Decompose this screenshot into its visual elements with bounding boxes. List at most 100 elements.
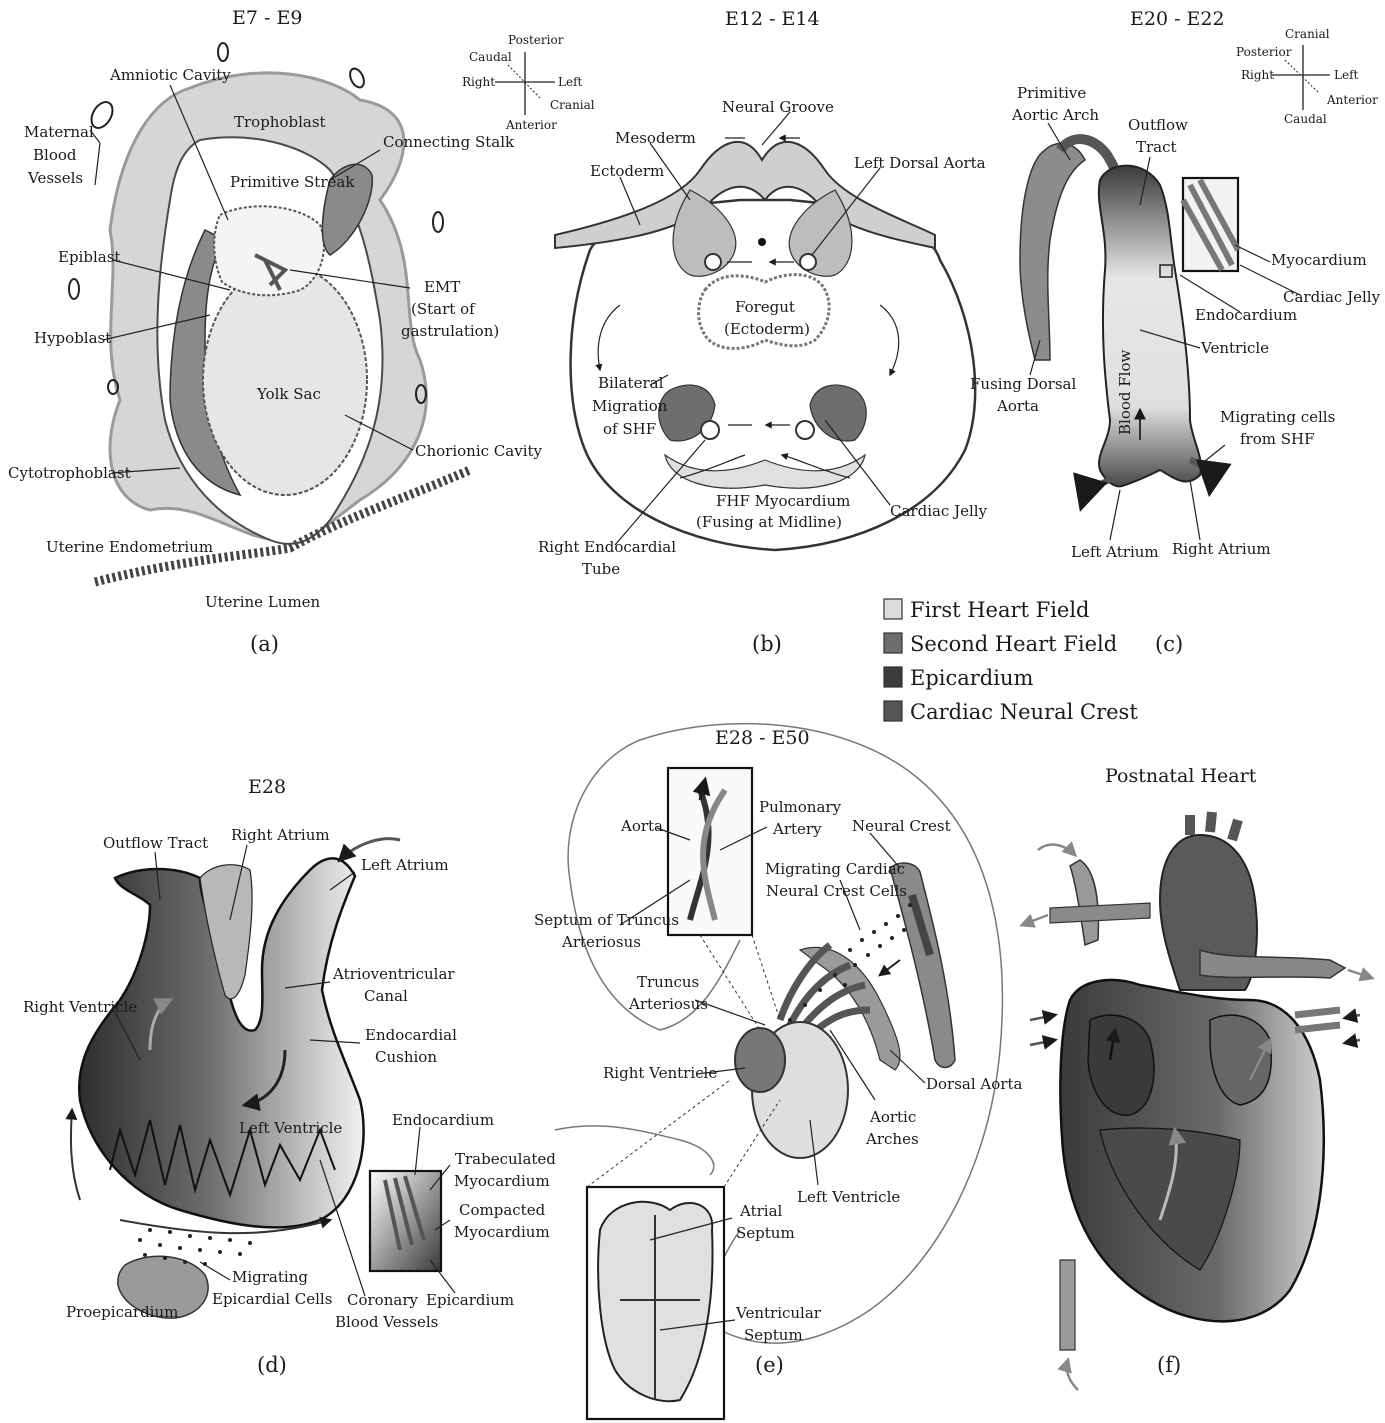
maternal-label-2: Blood: [33, 146, 77, 164]
foregut-label-1: Foregut: [735, 298, 795, 316]
fusing-label-1: Fusing Dorsal: [970, 375, 1076, 393]
panel-d-title: E28: [248, 776, 286, 798]
orient-b-anterior: Anterior: [505, 118, 557, 132]
panel-e: E28 - E50 Aorta Pulmonary Artery Neural …: [534, 724, 1022, 1419]
panel-f: Postnatal Heart (f): [1022, 765, 1372, 1390]
epicardium-label-d: Epicardium: [426, 1291, 514, 1309]
trab-label-2: Myocardium: [454, 1172, 550, 1190]
legend-label-2: Epicardium: [910, 666, 1033, 690]
panel-d-caption: (d): [257, 1353, 287, 1377]
coronary-label-2: Blood Vessels: [335, 1313, 438, 1331]
neural-groove-label: Neural Groove: [722, 98, 834, 116]
myocardium-label-c: Myocardium: [1271, 251, 1367, 269]
orient-b-caudal: Caudal: [469, 50, 512, 64]
dorsal-aorta-label-e: Dorsal Aorta: [926, 1075, 1022, 1093]
left-dorsal-aorta: [800, 254, 816, 270]
fhf-label-1: FHF Myocardium: [716, 492, 850, 510]
maternal-vessel-3: [347, 66, 366, 89]
comp-label-2: Myocardium: [454, 1223, 550, 1241]
cushion-label-2: Cushion: [375, 1048, 437, 1066]
right-ventricle-label-d: Right Ventricle: [23, 998, 137, 1016]
mesoderm-label: Mesoderm: [615, 129, 696, 147]
orient-b-posterior: Posterior: [508, 33, 564, 47]
legend-swatch-0: [884, 599, 902, 619]
primitive-streak-label: Primitive Streak: [230, 173, 355, 191]
panel-c: E20 - E22 Cranial Posterior Right Left A…: [970, 8, 1381, 656]
legend-label-0: First Heart Field: [910, 598, 1090, 622]
orient-b-right: Right: [462, 75, 495, 89]
panel-c-title: E20 - E22: [1130, 8, 1225, 30]
mcnc-label-1: Migrating Cardiac: [765, 860, 905, 878]
cardiac-jelly-label-c: Cardiac Jelly: [1283, 288, 1381, 306]
panel-b: E12 - E14 Posterior Caudal Right Left Cr…: [462, 8, 988, 656]
uterine-endometrium-label: Uterine Endometrium: [46, 538, 213, 556]
pulm-label-1: Pulmonary: [759, 798, 842, 816]
bilateral-label-3: of SHF: [603, 420, 656, 438]
arches-label-2: Arches: [865, 1130, 919, 1148]
proepicardium-label: Proepicardium: [66, 1303, 178, 1321]
left-dorsal-aorta-label: Left Dorsal Aorta: [854, 154, 986, 172]
bilateral-label-2: Migration: [592, 397, 668, 415]
fhf-label-2: (Fusing at Midline): [696, 513, 842, 531]
pulm-label-2: Artery: [772, 820, 822, 838]
bilateral-label-1: Bilateral: [598, 374, 664, 392]
maternal-label-3: Vessels: [27, 169, 83, 187]
atrial-label-2: Septum: [736, 1224, 795, 1242]
av-label-2: Canal: [364, 987, 408, 1005]
right-endocardial-label-2: Tube: [582, 560, 620, 578]
aorta-label-e: Aorta: [620, 817, 663, 835]
maternal-vessel-4: [433, 212, 443, 232]
orient-c-posterior: Posterior: [1236, 45, 1292, 59]
panel-f-title: Postnatal Heart: [1105, 765, 1257, 787]
mcnc-label-2: Neural Crest Cells: [766, 882, 907, 900]
coronary-label-1: Coronary: [347, 1291, 418, 1309]
emt-label-3: gastrulation): [401, 322, 499, 340]
maternal-label-1: Maternal: [24, 123, 94, 141]
orient-c-anterior: Anterior: [1326, 93, 1378, 107]
right-dorsal-aorta: [705, 254, 721, 270]
left-endocardial-tube: [796, 421, 814, 439]
outflow-tract-label-d: Outflow Tract: [103, 834, 208, 852]
outflow-label-2: Tract: [1136, 138, 1177, 156]
prim-arch-label-1: Primitive: [1017, 84, 1086, 102]
hypoblast-label: Hypoblast: [34, 329, 111, 347]
emt-label-1: EMT: [424, 278, 460, 296]
maternal-vessel-2: [218, 43, 228, 61]
right-atrium-label-d: Right Atrium: [231, 826, 330, 844]
ta-label-2: Arteriosus: [628, 995, 708, 1013]
atrial-label-1: Atrial: [739, 1202, 783, 1220]
superior-vena-cava: [1070, 860, 1098, 945]
pulmonary-artery-f: [1200, 950, 1345, 978]
vent-label-2: Septum: [744, 1326, 803, 1344]
blood-flow-label: Blood Flow: [1116, 350, 1134, 435]
right-endocardial-tube: [701, 421, 719, 439]
emt-label-2: (Start of: [411, 300, 476, 318]
right-atrium-label-c: Right Atrium: [1172, 540, 1271, 558]
panel-b-caption: (b): [752, 632, 782, 656]
connecting-stalk-label: Connecting Stalk: [383, 133, 515, 151]
ventricle-label-c: Ventricle: [1200, 339, 1269, 357]
maternal-vessel-5: [69, 279, 79, 299]
yolk-sac-label: Yolk Sac: [256, 385, 321, 403]
inferior-vena-cava: [1060, 1260, 1075, 1350]
orient-b-left: Left: [558, 75, 583, 89]
prim-arch-label-2: Aortic Arch: [1011, 106, 1099, 124]
uterine-lumen-label: Uterine Lumen: [205, 593, 321, 611]
ta-label-1: Truncus: [637, 973, 699, 991]
ectoderm-label: Ectoderm: [590, 162, 664, 180]
chorionic-cavity-label: Chorionic Cavity: [415, 442, 543, 460]
legend-swatch-2: [884, 667, 902, 687]
panel-a: E7 - E9 Amniotic Cavity Trophoblast Mate…: [8, 7, 543, 656]
endocardium-label-d: Endocardium: [392, 1111, 494, 1129]
legend: First Heart Field Second Heart Field Epi…: [884, 598, 1138, 724]
pulmonary-branches-left: [1050, 903, 1150, 923]
legend-label-1: Second Heart Field: [910, 632, 1117, 656]
left-ventricle-label-d: Left Ventricle: [239, 1119, 342, 1137]
left-atrium-label-c: Left Atrium: [1071, 543, 1159, 561]
cushion-label-1: Endocardial: [365, 1026, 457, 1044]
orient-b-cranial: Cranial: [550, 98, 595, 112]
panel-f-caption: (f): [1157, 1353, 1181, 1377]
migr-label-2: Epicardial Cells: [212, 1290, 332, 1308]
panel-a-caption: (a): [250, 632, 279, 656]
